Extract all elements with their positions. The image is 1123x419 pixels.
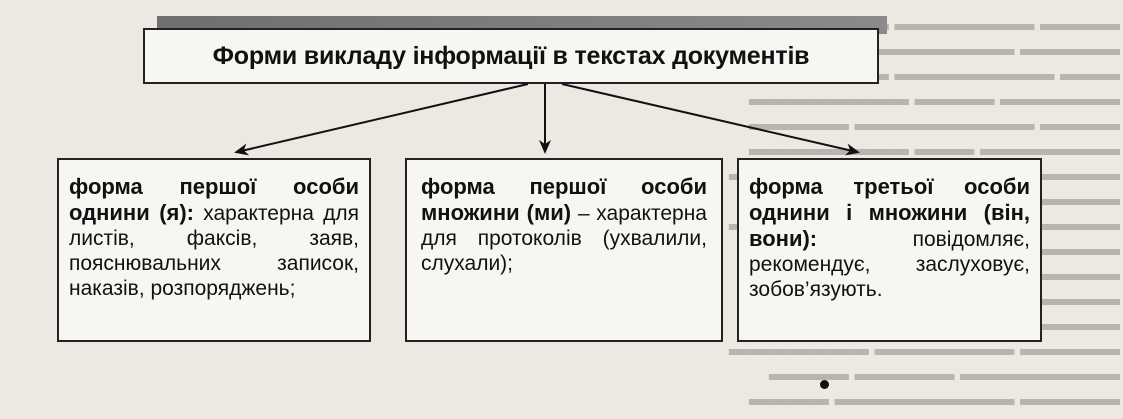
diagram-title: Форми викладу інформації в текстах докум… [143,28,879,84]
form-description: повідомляє, рекомендує, заслуховує, зобо… [749,228,1030,301]
form-first-person-plural: форма першої особи множини (ми) – характ… [405,158,723,342]
arrow-right [561,83,860,156]
form-third-person: форма третьої особи однини і множини (ві… [737,158,1042,342]
form-first-person-singular: форма першої особи однини (я): характерн… [57,158,371,342]
arrow-left [234,83,529,156]
form-heading: форма першої особи однини (я): [69,174,359,225]
form-description: – характерна для протоколів (ухвалили, с… [421,202,707,275]
form-heading: форма першої особи множини (ми) [421,174,707,225]
form-heading: форма третьої особи однини і множини (ві… [749,174,1030,251]
page-dot-mark [820,380,829,389]
form-description: характерна для листів, факсів, заяв, поя… [69,202,359,300]
